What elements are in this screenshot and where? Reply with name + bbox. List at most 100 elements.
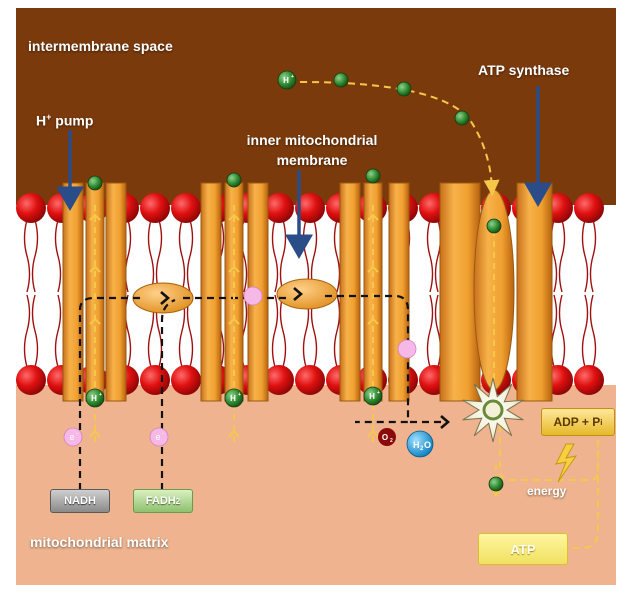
electron-label: e	[69, 432, 74, 442]
proton-chevron	[228, 317, 240, 325]
lipid-head	[16, 193, 46, 223]
lipid-tail	[333, 294, 341, 368]
proton	[486, 218, 502, 234]
oxygen	[378, 428, 396, 446]
proton	[333, 72, 349, 88]
lipid-tail	[186, 219, 194, 293]
proton-chevron	[367, 429, 379, 438]
atp-text: ATP	[510, 541, 536, 557]
lipid-tail	[279, 294, 287, 368]
lipid-tail	[23, 294, 31, 368]
proton-label: H	[91, 394, 97, 403]
electron-path	[78, 296, 145, 490]
lipid-tail	[155, 219, 163, 293]
fadh2-sub: 2	[175, 496, 181, 506]
electron-sup: -	[162, 431, 164, 437]
o2-sub: 2	[390, 438, 393, 444]
lipid-head	[171, 193, 201, 223]
lipid-head	[140, 193, 170, 223]
lipid-head	[140, 365, 170, 395]
protein-subunit	[339, 182, 361, 402]
proton-label: H	[230, 394, 236, 403]
particles	[63, 70, 578, 492]
protein-subunit	[200, 182, 222, 402]
h2o-label-h: H	[413, 440, 420, 450]
cytochrome-c-oval	[276, 278, 338, 310]
atp-box: ATP	[478, 533, 568, 565]
electron-chevron	[160, 291, 170, 305]
lipid-head	[171, 365, 201, 395]
electron-label: e	[155, 432, 160, 442]
proton-sup: +	[238, 392, 241, 398]
proton-chevron	[89, 265, 101, 273]
lipid-tail	[54, 294, 62, 368]
lipid-tail	[589, 219, 597, 293]
protein-subunit	[62, 182, 84, 402]
proton-chevron	[89, 429, 101, 438]
proton-chevron	[367, 213, 379, 221]
protein-subunit	[388, 182, 410, 402]
inner-membrane-line2: membrane	[276, 152, 348, 168]
lipid-head	[574, 193, 604, 223]
lipid-head	[574, 365, 604, 395]
lipid-tail	[31, 219, 39, 293]
lipid-tail	[178, 219, 186, 293]
intermembrane-region	[16, 8, 616, 213]
mitochondrial-matrix-label: mitochondrial matrix	[30, 534, 169, 550]
proton	[224, 388, 244, 408]
proton-chevron	[228, 213, 240, 221]
lipid-head	[264, 365, 294, 395]
h-pump-rest: pump	[51, 112, 94, 129]
atp-synthase-core	[482, 399, 504, 421]
proton-chevron	[367, 317, 379, 325]
electron-chevron	[293, 287, 303, 301]
proton-chevron	[89, 317, 101, 325]
lipid-tail	[31, 294, 39, 368]
h-pump-sup: +	[46, 112, 52, 122]
proton-sup: +	[291, 74, 294, 80]
proton	[277, 70, 297, 90]
proton-return	[299, 81, 500, 196]
electron	[243, 286, 263, 306]
lipid-tail	[558, 294, 566, 368]
atp-synthase-label: ATP synthase	[478, 62, 570, 78]
proton	[365, 168, 381, 184]
ubiquinone-oval	[132, 282, 194, 314]
lipid-tail	[426, 219, 434, 293]
protein-subunit	[439, 182, 481, 402]
nadh-text: NADH	[64, 495, 96, 507]
electron	[397, 339, 417, 359]
proton	[226, 172, 242, 188]
nadh-box: NADH	[50, 489, 110, 513]
proton-chevron	[367, 265, 379, 273]
lightning-icon	[555, 443, 578, 483]
protein-subunit	[516, 182, 553, 402]
h2o-label-o: O	[424, 440, 431, 450]
lipid-tail	[426, 294, 434, 368]
adp-pi-text: ADP + P	[553, 415, 601, 429]
lipid-head	[295, 365, 325, 395]
proton-label: H	[283, 76, 289, 85]
proton	[87, 175, 103, 191]
lipid-head	[295, 193, 325, 223]
protein-subunit	[105, 182, 127, 402]
electron-sup: -	[76, 431, 78, 437]
lipid-tail	[589, 294, 597, 368]
lipid-tail	[271, 219, 279, 293]
lipid-head	[16, 365, 46, 395]
lipid-tail	[581, 294, 589, 368]
h2o-sub: 2	[420, 446, 424, 452]
proton-sup: +	[99, 392, 102, 398]
proton-chevron	[89, 213, 101, 221]
water	[406, 430, 434, 458]
intermembrane-space-label: intermembrane space	[28, 38, 173, 54]
proton-chevron	[228, 265, 240, 273]
lipid-tail	[279, 219, 287, 293]
lipid-tail	[23, 219, 31, 293]
lipid-tail	[271, 294, 279, 368]
adp-pi-sub: i	[600, 417, 603, 427]
